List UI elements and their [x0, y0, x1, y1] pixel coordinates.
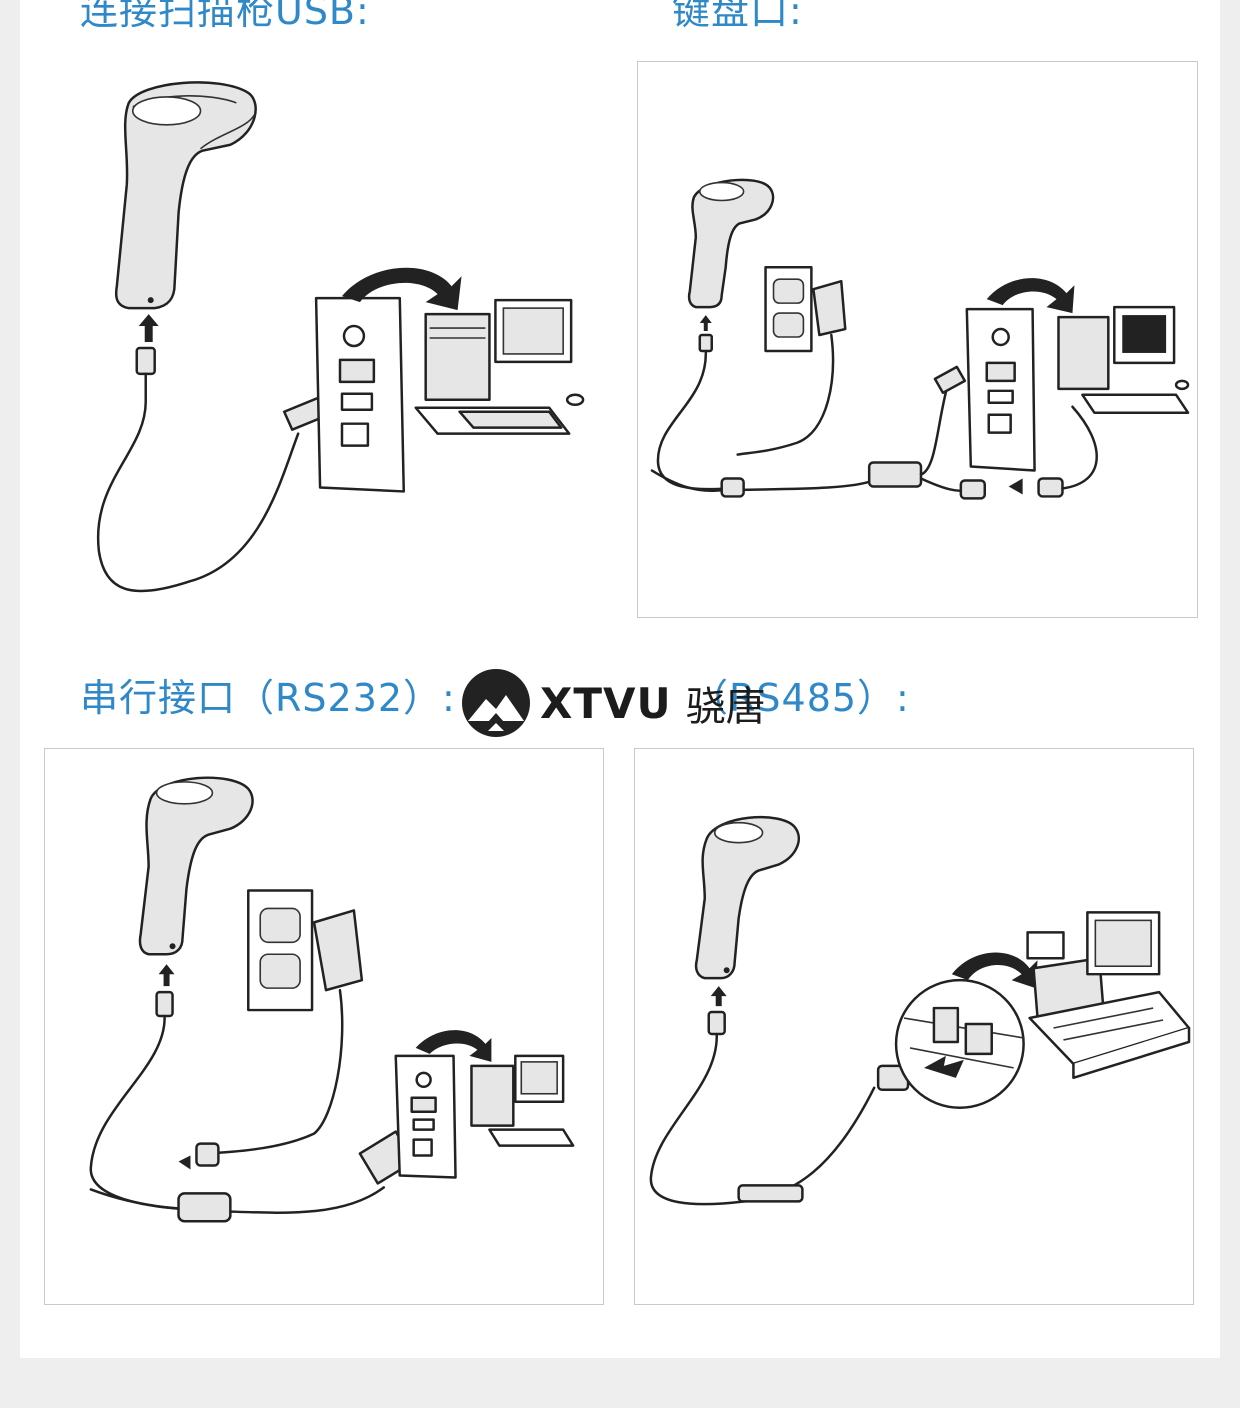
panel-rs485	[634, 748, 1194, 1305]
desktop-computer-icon	[470, 1054, 575, 1147]
brand-watermark: XTVU 骁唐	[462, 668, 766, 738]
heading-keyboard: 键盘口:	[672, 0, 803, 33]
pos-terminal-icon	[1026, 911, 1191, 1080]
heading-rs485: （RS485）:	[690, 676, 910, 720]
panel-usb	[70, 62, 610, 618]
brand-logo-icon	[462, 669, 530, 737]
barcode-scanner-icon	[138, 776, 254, 956]
heading-usb: 连接扫描枪USB:	[80, 0, 370, 33]
panel-rs232	[44, 748, 604, 1305]
barcode-scanner-icon	[114, 81, 257, 310]
barcode-scanner-rs232-connection-illustration	[89, 776, 575, 1223]
barcode-scanner-keyboard-wedge-illustration	[650, 178, 1190, 500]
brand-name-cn: 骁唐	[685, 684, 766, 730]
brand-name: XTVU	[540, 678, 672, 728]
barcode-scanner-icon	[687, 178, 775, 309]
barcode-scanner-usb-connection-illustration	[96, 81, 585, 593]
barcode-scanner-rs485-pos-illustration	[649, 815, 1191, 1206]
barcode-scanner-icon	[694, 815, 800, 980]
desktop-computer-icon	[1057, 305, 1190, 414]
panel-keyboard	[637, 61, 1198, 618]
heading-rs232: 串行接口（RS232）:	[80, 676, 456, 720]
desktop-computer-icon	[414, 298, 585, 435]
